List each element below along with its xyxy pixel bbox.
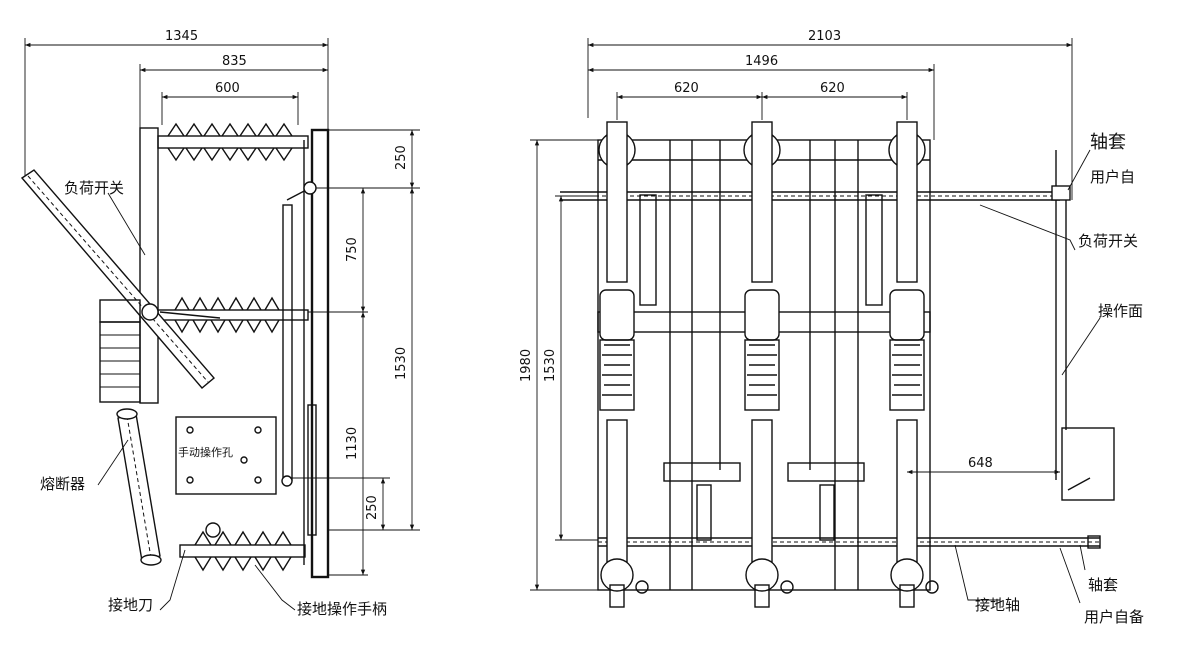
dim-1130: 1130 — [345, 427, 360, 460]
left-dim-600: 600 — [161, 81, 299, 125]
operating-rod — [281, 181, 317, 536]
right-labels: 轴套 用户自 负荷开关 操作面 接地轴 轴套 用户自备 — [954, 132, 1144, 626]
load-switch-blade — [20, 169, 221, 389]
dim-250-bottom: 250 — [365, 495, 380, 520]
right-vertical-dims: 1980 1530 — [519, 139, 600, 591]
top-insulator — [157, 122, 309, 162]
dim-250-top: 250 — [394, 145, 409, 170]
fuse-holder — [99, 299, 141, 403]
label-shaft-sleeve-top: 轴套 — [1090, 132, 1126, 153]
label-earthing-handle: 接地操作手柄 — [297, 600, 387, 618]
fuse-tube — [116, 408, 162, 566]
label-load-switch-right: 负荷开关 — [1078, 232, 1138, 250]
label-operating-panel: 操作面 — [1098, 302, 1143, 320]
label-user-supplied-top: 用户自 — [1090, 168, 1135, 186]
dim-620-right: 620 — [820, 81, 845, 96]
label-earthing-shaft: 接地轴 — [975, 596, 1020, 614]
left-dim-835: 835 — [139, 54, 328, 135]
phase-a — [598, 121, 657, 608]
frame-left-post — [139, 127, 159, 404]
dim-2103: 2103 — [808, 29, 841, 44]
right-dim-648: 648 — [907, 456, 1060, 475]
label-earthing-blade: 接地刀 — [108, 596, 153, 614]
dim-750: 750 — [345, 237, 360, 262]
manual-operation-plate: 手动操作孔 — [175, 416, 277, 495]
right-dim-2103: 2103 — [587, 29, 1073, 200]
label-shaft-sleeve-bottom: 轴套 — [1088, 576, 1118, 594]
left-dim-overall: 1345 — [24, 29, 329, 178]
right-dim-620: 620 620 — [616, 81, 908, 120]
frame-right-post — [310, 128, 330, 579]
dim-1530-right: 1530 — [543, 349, 558, 382]
dim-600: 600 — [215, 81, 240, 96]
manual-hole-label: 手动操作孔 — [178, 445, 233, 459]
dim-1980: 1980 — [519, 349, 534, 382]
dim-1530: 1530 — [394, 347, 409, 380]
dim-1345: 1345 — [165, 29, 198, 44]
dim-835: 835 — [222, 54, 247, 69]
left-view: 1345 835 600 — [20, 29, 420, 618]
dim-648: 648 — [968, 456, 993, 471]
bottom-insulator — [179, 522, 306, 572]
phase-b — [696, 121, 794, 608]
left-labels: 负荷开关 熔断器 接地刀 接地操作手柄 — [40, 179, 387, 618]
phase-c — [819, 121, 939, 608]
right-dim-1496: 1496 — [588, 54, 935, 140]
operating-panel — [1051, 150, 1115, 549]
label-user-supplied-bottom: 用户自备 — [1084, 608, 1144, 626]
dim-620-left: 620 — [674, 81, 699, 96]
dim-1496: 1496 — [745, 54, 778, 69]
label-load-switch: 负荷开关 — [64, 179, 124, 197]
label-fuse: 熔断器 — [40, 475, 85, 493]
right-view: 2103 1496 620 620 — [519, 29, 1144, 626]
middle-insulator — [157, 296, 309, 334]
left-vertical-dims: 250 750 1530 1130 250 — [290, 129, 420, 576]
